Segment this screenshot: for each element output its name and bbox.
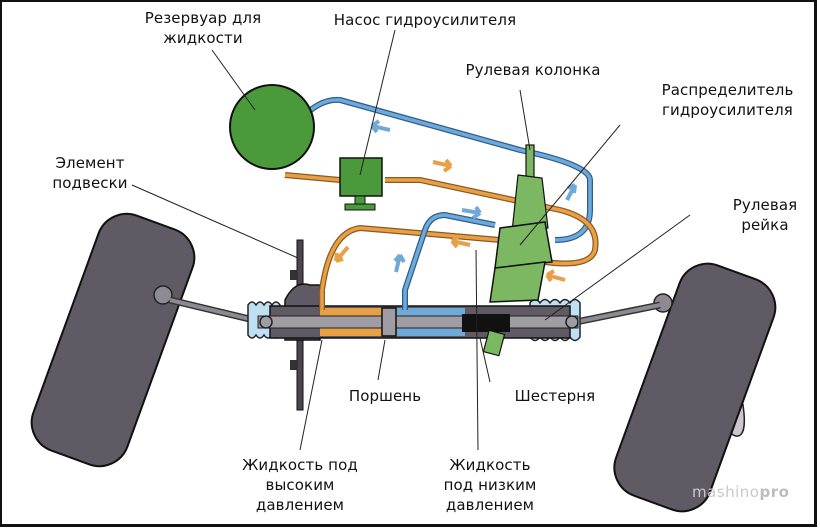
rack-bar	[257, 315, 579, 329]
pump	[339, 157, 383, 211]
watermark-logo: mashinopro	[692, 483, 789, 501]
label-steering-column: Рулевая колонка	[465, 61, 601, 79]
label-rack: Рулевая рейка	[732, 196, 798, 234]
steering-column	[482, 144, 553, 357]
low-pressure-line	[403, 213, 496, 310]
pinion-gear	[462, 314, 510, 332]
label-reservoir: Резервуар для жидкости	[144, 9, 262, 47]
left-tire	[30, 212, 196, 468]
left-wheel	[30, 212, 196, 468]
leader-lines	[131, 29, 691, 451]
label-pinion: Шестерня	[514, 387, 596, 405]
high-pressure-line	[320, 226, 501, 310]
arrow-return-1	[370, 119, 391, 134]
arrow-return-2	[565, 183, 577, 201]
right-wheel	[613, 262, 777, 513]
flow-arrows	[334, 119, 577, 283]
arrow-return-4	[393, 253, 406, 273]
pressure-hose	[284, 173, 598, 266]
label-piston: Поршень	[348, 387, 422, 405]
reservoir	[229, 84, 315, 170]
watermark-prefix: mashino	[692, 483, 760, 501]
return-hose	[298, 98, 592, 242]
right-tire	[613, 262, 777, 513]
label-high-pressure: Жидкость под высоким давлением	[242, 456, 358, 514]
arrow-pressure-4	[334, 245, 350, 263]
label-low-pressure: Жидкость под низким давлением	[443, 456, 537, 514]
distributor-body	[494, 221, 553, 269]
label-distributor: Распределитель гидроусилителя	[661, 81, 794, 119]
arrow-return-3	[461, 205, 482, 220]
label-pump: Насос гидроусилителя	[333, 11, 517, 29]
arrow-pressure-3	[545, 269, 566, 283]
label-suspension: Элемент подвески	[52, 154, 128, 192]
arrow-pressure-2	[450, 234, 471, 249]
arrow-pressure-1	[432, 158, 453, 173]
watermark-suffix: pro	[759, 483, 790, 501]
piston	[381, 307, 397, 337]
